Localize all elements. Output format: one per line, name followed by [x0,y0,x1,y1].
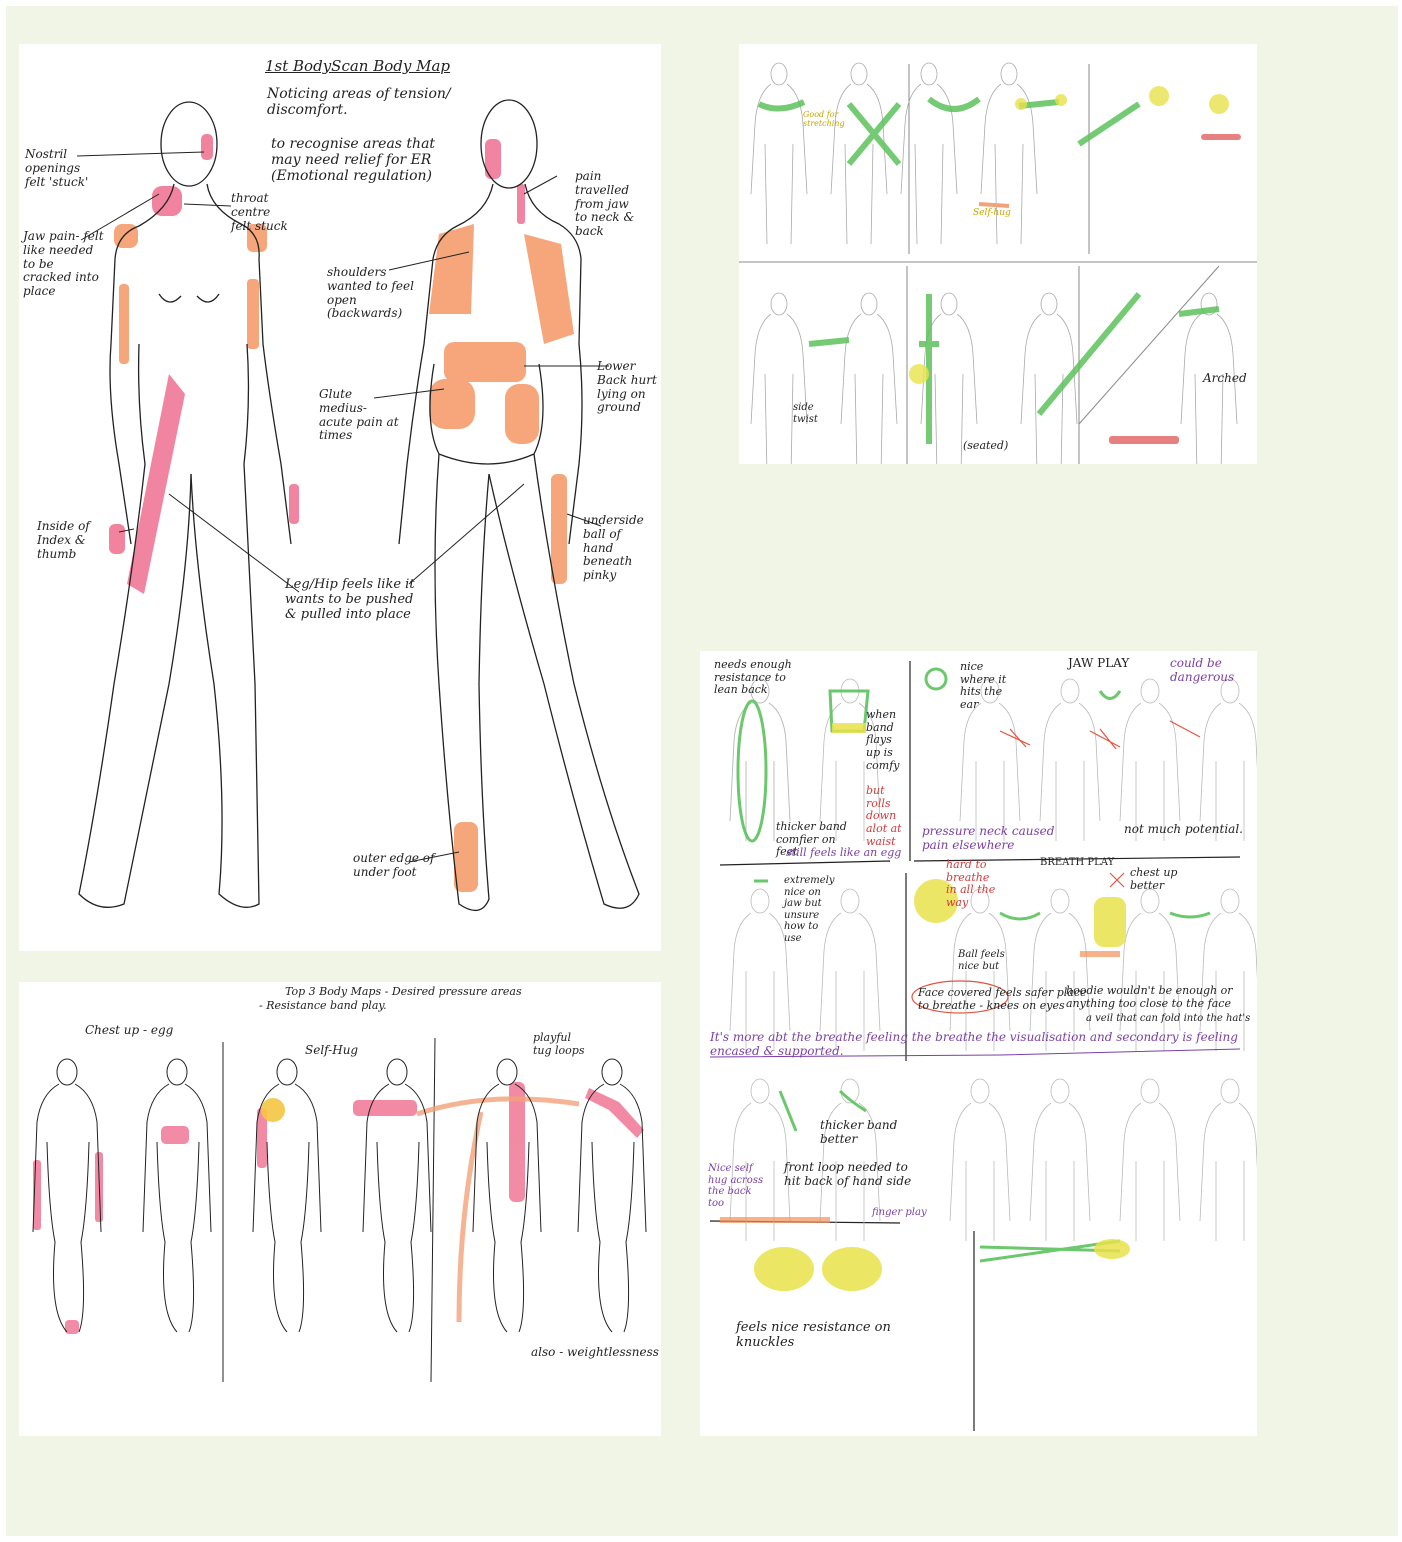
label-shoulders: shoulders wanted to feel open (backwards… [327,266,427,321]
sheet1-purpose: to recognise areas that may need relief … [271,136,461,184]
stretch-note-3: side twist [793,402,827,425]
stretch-note-1: Good for stretching [803,110,843,128]
sheet-band-notes: needs enough resistance to lean back whe… [700,651,1257,1436]
label-hand-inside: Inside of Index & thumb [37,520,119,561]
sheet-body-scan: 1st BodyScan Body Map Noticing areas of … [19,44,661,951]
col2-label: Self-Hug [305,1044,358,1058]
label-glute: Glute medius- acute pain at times [319,388,399,443]
sheet-stretch-sketches: Good for stretching Self-hug side twist … [739,44,1257,464]
stretch-drawing [739,44,1257,464]
label-lower-back: Lower Back hurt lying on ground [597,360,657,415]
note-veil: a veil that can fold into the hat's [1086,1013,1252,1025]
note-chest: chest up better [1130,867,1180,892]
sheet-top3-maps: Top 3 Body Maps - Desired pressure areas… [19,982,661,1436]
note-when: when band flays up is comfy [866,709,906,772]
note-band: thicker band better [820,1119,910,1147]
sheet1-title: 1st BodyScan Body Map [265,58,450,75]
stretch-note-4: (seated) [963,440,1008,453]
note-rolls: but rolls down alot at waist [866,785,910,848]
note-loop: front loop needed to hit back of hand si… [784,1161,914,1189]
note-danger: could be dangerous [1170,657,1250,685]
note-knuckles: feels nice resistance on knuckles [736,1321,896,1351]
breath-play-heading: BREATH PLAY [1040,857,1114,869]
note-neck: pressure neck caused pain elsewhere [922,825,1082,853]
label-nostril: Nostril openings felt 'stuck' [25,148,95,189]
board: 1st BodyScan Body Map Noticing areas of … [6,6,1398,1536]
stretch-note-5: Arched [1203,372,1247,386]
note-egg: still feels like an egg [786,847,901,860]
label-throat: throat centre felt stuck [231,192,291,233]
note-extreme: extremely nice on jaw but unsure how to … [784,875,834,944]
sheet2-title: Top 3 Body Maps - Desired pressure areas [285,986,522,999]
note-potential: not much potential. [1124,823,1243,837]
note-finger: finger play [872,1207,932,1219]
label-jaw: Jaw pain- felt like needed to be cracked… [23,230,105,299]
label-pain-travel: pain travelled from jaw to neck & back [575,170,641,239]
stretch-note-2: Self-hug [973,208,1011,218]
sheet1-subtitle: Noticing areas of tension/ discomfort. [267,86,457,118]
note-abt: It's more abt the breathe feeling the br… [710,1031,1250,1059]
col1-label: Chest up - egg [85,1024,173,1038]
label-foot: outer edge of under foot [353,852,443,880]
jaw-play-heading: JAW PLAY [1068,657,1129,671]
sheet2-subtitle: - Resistance band play. [259,1000,387,1013]
sheet2-footnote: also - weightlessness [531,1346,659,1360]
note-ball: Ball feels nice but [958,949,1008,972]
label-leg-hip: Leg/Hip feels like it wants to be pushed… [285,578,425,623]
note-hoodie: hoodie wouldn't be enough or anything to… [1066,985,1252,1010]
note-hard: hard to breathe in all the way [946,859,1000,910]
note-needs: needs enough resistance to lean back [714,659,794,697]
label-hand-under: underside ball of hand beneath pinky [583,514,655,583]
note-selfhug: Nice self hug across the back too [708,1163,768,1209]
note-nice-ear: nice where it hits the ear [960,661,1012,712]
col3-label: playful tug loops [533,1032,593,1057]
